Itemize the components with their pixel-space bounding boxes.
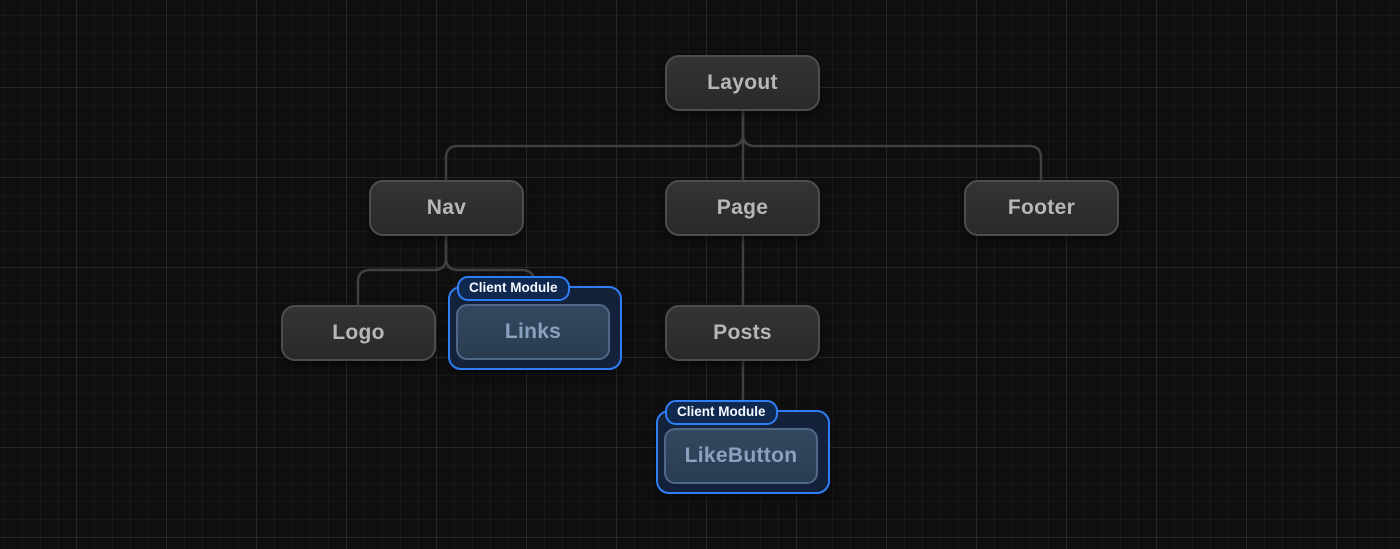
tree-node-likebutton: LikeButton [664,428,818,484]
tree-node-nav: Nav [369,180,524,236]
tree-node-posts: Posts [665,305,820,361]
edge-layout-nav [444,108,745,182]
client-module-boundary-likebutton: Client Module LikeButton [656,400,830,494]
tree-node-page: Page [665,180,820,236]
client-module-boundary-links: Client Module Links [448,276,622,370]
edge-nav-logo [356,234,448,307]
client-module-badge: Client Module [665,400,778,425]
tree-node-layout: Layout [665,55,820,111]
client-module-badge: Client Module [457,276,570,301]
tree-node-logo: Logo [281,305,436,361]
tree-node-footer: Footer [964,180,1119,236]
tree-node-links: Links [456,304,610,360]
edge-layout-footer [741,108,1043,182]
